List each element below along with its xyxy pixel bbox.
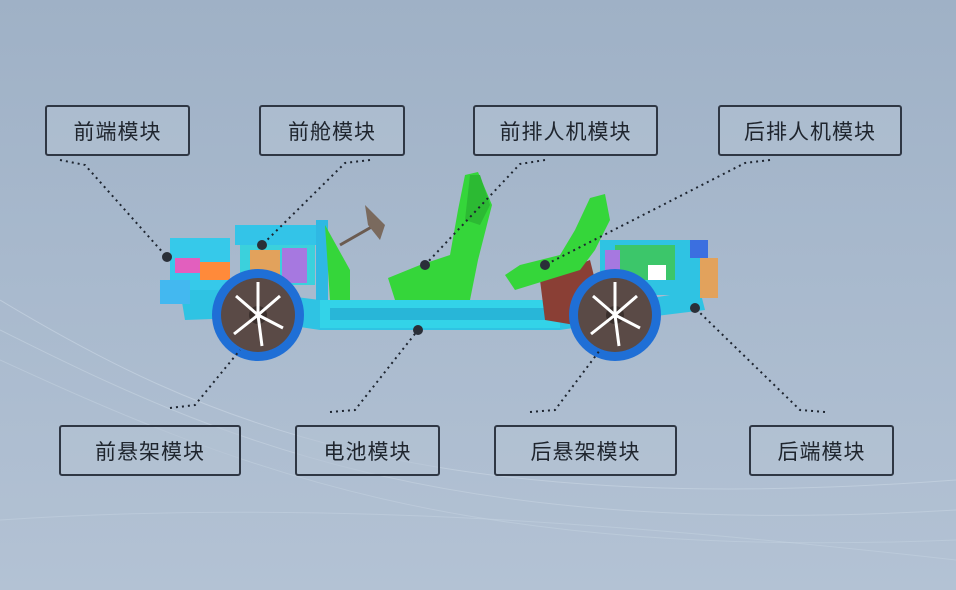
leader-front-end [59, 159, 166, 256]
rear-seat [505, 194, 610, 290]
rear-seat-module-label: 后排人机模块 [718, 105, 902, 156]
rear-end-module-label: 后端模块 [749, 425, 894, 476]
rear-wheel-icon [569, 269, 661, 361]
leader-rear-seat [544, 159, 771, 266]
leader-rear-end [694, 307, 826, 413]
leader-front-suspension [169, 349, 241, 409]
leader-rear-suspension [529, 349, 601, 413]
front-end-module-label: 前端模块 [45, 105, 190, 156]
leader-lines [59, 159, 826, 413]
connection-points [162, 240, 700, 335]
leader-front-seat [424, 159, 546, 266]
front-seat [388, 172, 492, 300]
leader-front-cabin [261, 159, 371, 246]
rear-suspension-module-label: 后悬架模块 [494, 425, 677, 476]
front-cabin-module-label: 前舱模块 [259, 105, 405, 156]
battery-module-label: 电池模块 [295, 425, 440, 476]
front-seat-module-label: 前排人机模块 [473, 105, 658, 156]
front-suspension-module-label: 前悬架模块 [59, 425, 241, 476]
steering-wheel [339, 205, 385, 247]
front-wheel-icon [212, 269, 304, 361]
leader-battery [329, 329, 419, 413]
